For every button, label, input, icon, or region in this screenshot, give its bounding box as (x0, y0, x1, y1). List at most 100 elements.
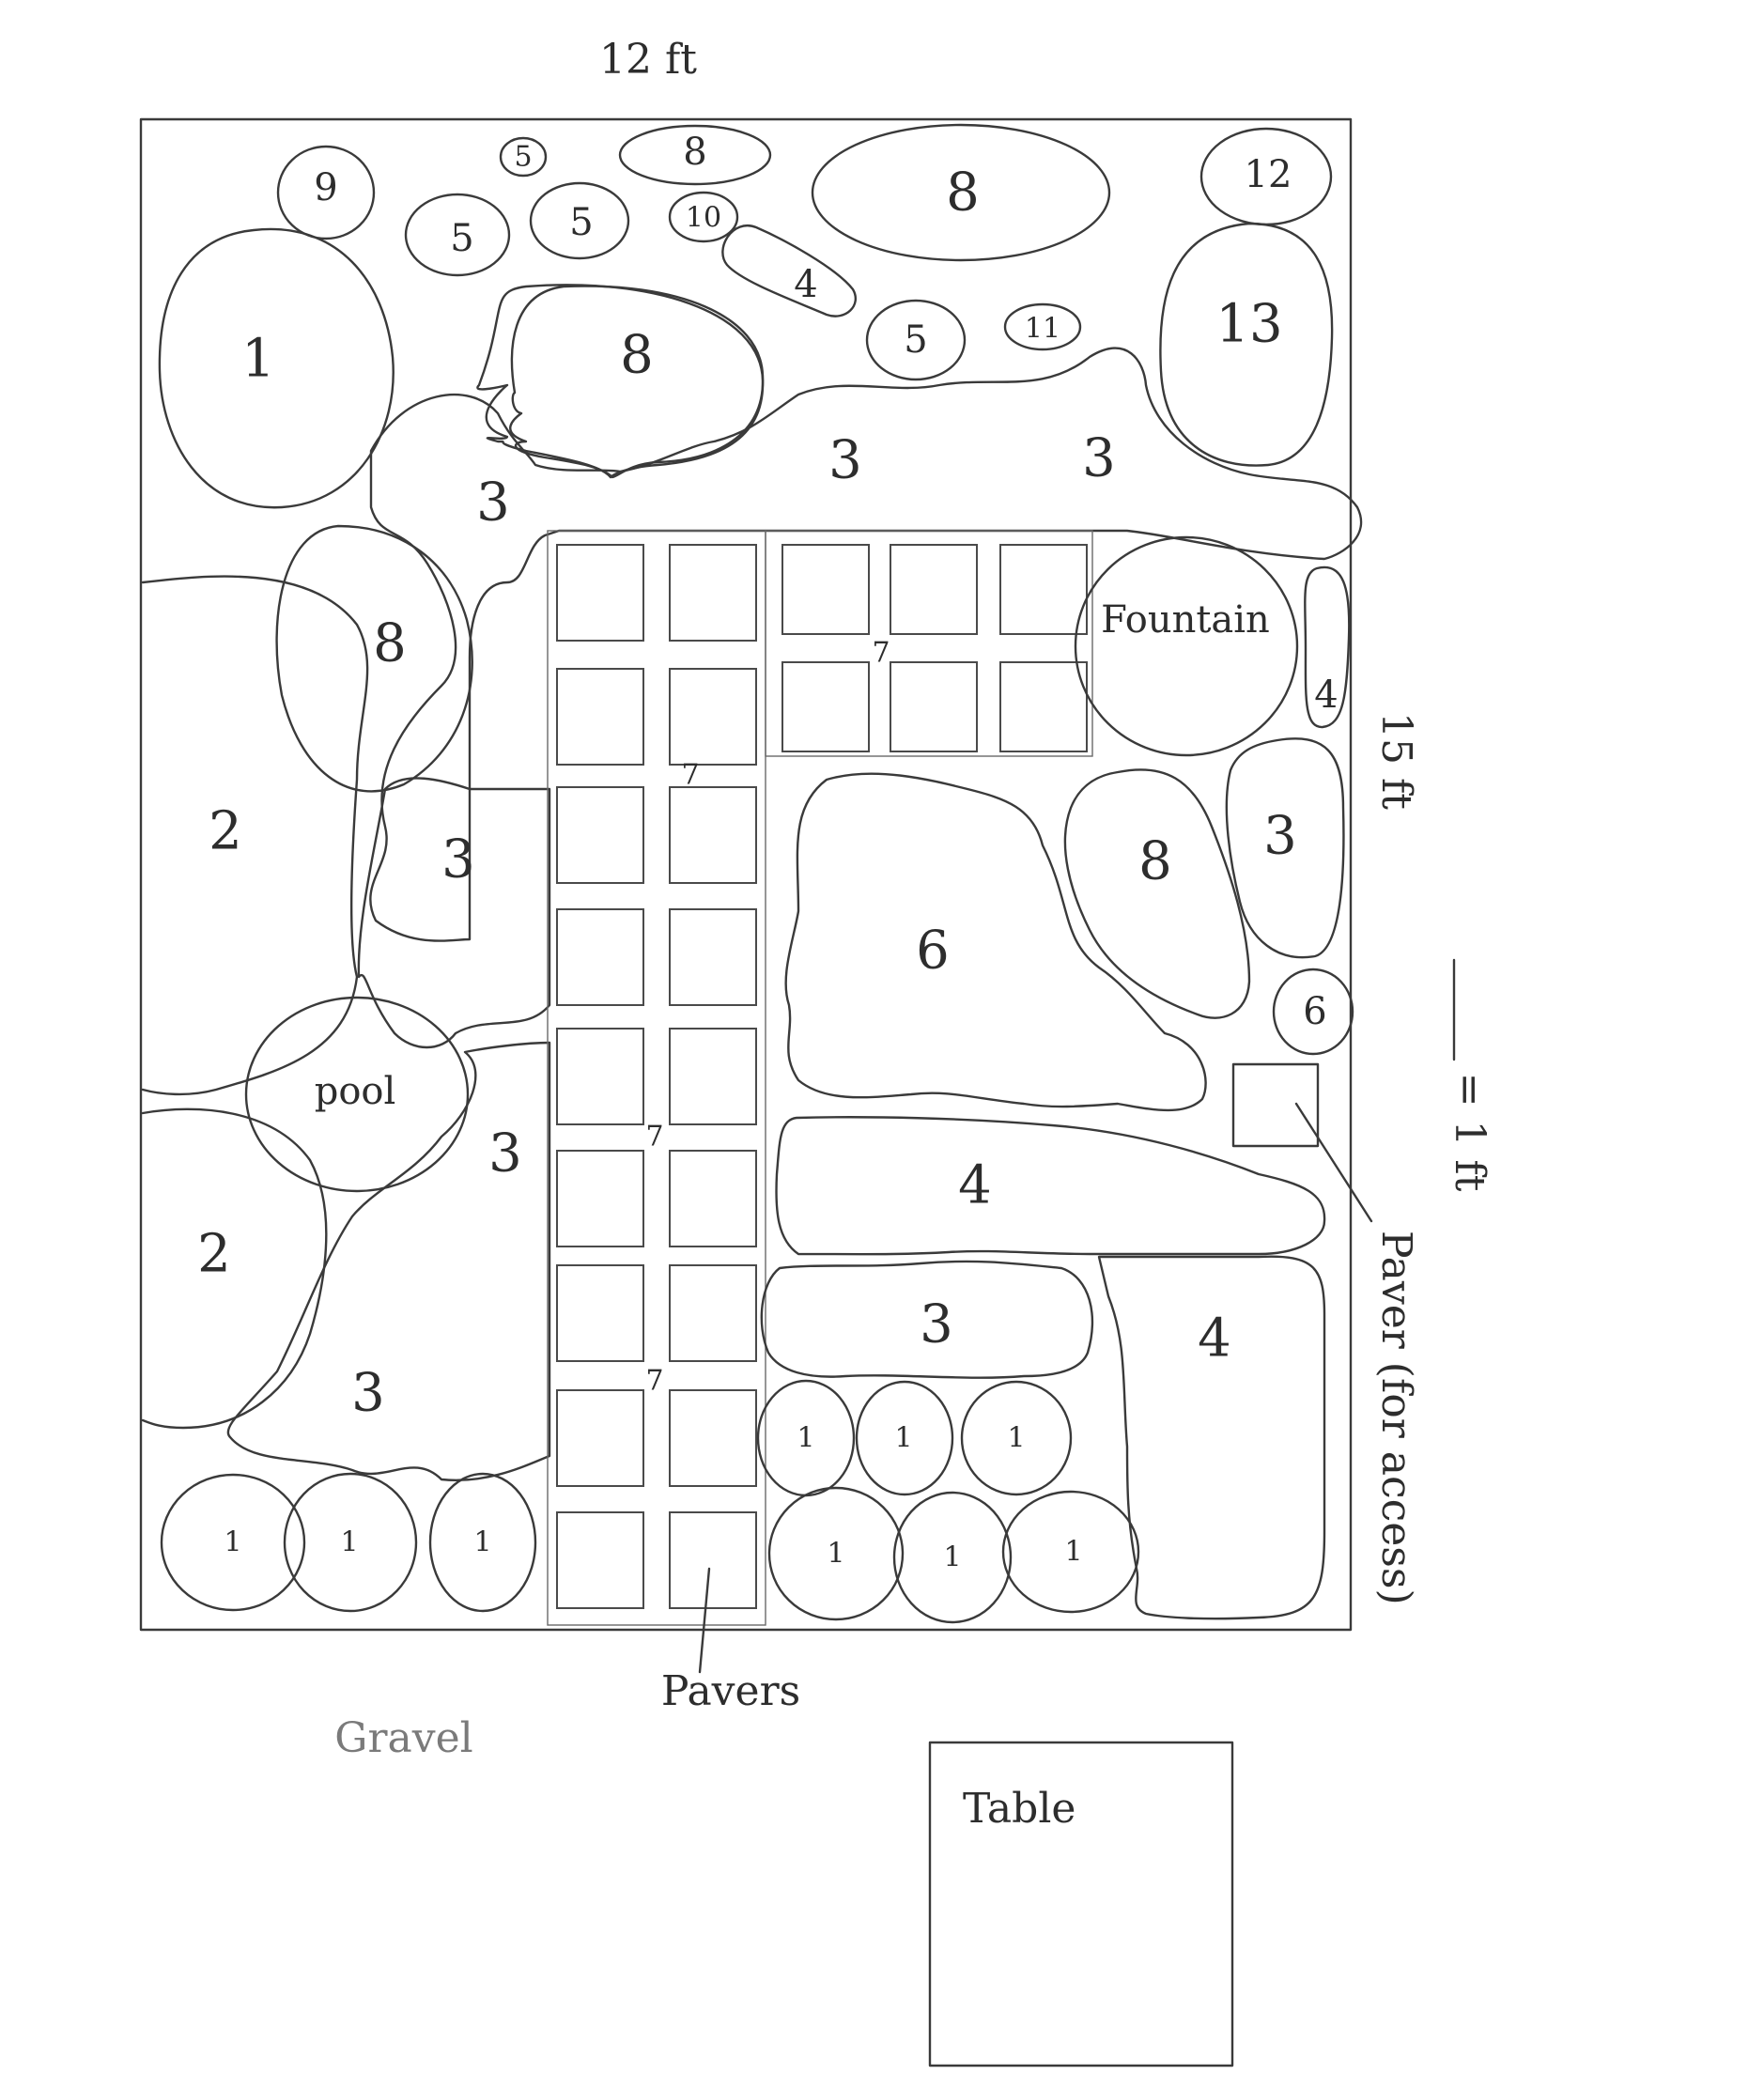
plant-1-bottom-c-label: 1 (473, 1526, 491, 1559)
paver-stone (669, 1264, 757, 1362)
paver-stone (556, 1264, 644, 1362)
fountain-label: Fountain (1101, 598, 1270, 642)
table (928, 1741, 1234, 2067)
plant-1-large (158, 227, 395, 509)
plant-7-c-label: 7 (645, 1121, 663, 1154)
plant-4-middle-label: 4 (958, 1155, 992, 1216)
plant-1-row-d-label: 1 (827, 1538, 844, 1571)
paver-stone (556, 544, 644, 642)
plant-3-right-label: 3 (1263, 806, 1297, 867)
paver-stone (556, 1511, 644, 1609)
plant-3-center (760, 1260, 1094, 1379)
plant-3-right (1225, 737, 1345, 959)
plant-7-b-label: 7 (681, 759, 699, 792)
plant-1-row-e-label: 1 (943, 1541, 961, 1574)
plant-4-middle (775, 1116, 1326, 1256)
plant-8-top (618, 124, 772, 186)
access-paver-leader (1294, 1102, 1373, 1223)
plant-7-d-label: 7 (645, 1365, 663, 1398)
paver-stone (669, 668, 757, 766)
plant-9 (276, 145, 376, 240)
plant-6-large (784, 772, 1207, 1112)
plant-6-large-label: 6 (916, 921, 950, 982)
plant-5-c (865, 299, 967, 381)
plant-5-small (499, 136, 548, 178)
paver-access-label: Paver (for access) (1372, 1231, 1420, 1605)
plant-4-right-strip (1304, 565, 1351, 729)
plant-3-top-label-c: 3 (1082, 428, 1116, 489)
plant-8-left-label: 8 (373, 613, 407, 674)
plant-5-c-label: 5 (904, 318, 927, 362)
plant-8-large (811, 123, 1111, 262)
paver-stone (556, 1028, 644, 1125)
width-dimension: 12 ft (599, 36, 697, 84)
paver-stone (556, 668, 644, 766)
plant-3-top-label-a: 3 (476, 472, 510, 534)
plant-4-small (721, 225, 857, 317)
paver-stone (999, 661, 1088, 752)
plant-5-small-label: 5 (514, 141, 532, 174)
pool (244, 996, 470, 1193)
paver-stone (890, 544, 978, 635)
plant-1-bottom-b-label: 1 (340, 1526, 358, 1559)
paver-stone (669, 786, 757, 884)
scale-label: = 1 ft (1446, 1073, 1493, 1192)
plant-8-center-outline (509, 285, 765, 479)
plant-1-row-b (855, 1380, 954, 1496)
plant-8-large-label: 8 (946, 163, 980, 224)
paver-path (547, 530, 1093, 1626)
paver-stone (781, 544, 870, 635)
pavers-label: Pavers (661, 1667, 800, 1715)
paver-stone (669, 908, 757, 1006)
plant-3-top (369, 347, 1363, 942)
height-dimension: 15 ft (1372, 712, 1420, 810)
plant-1-bottom-a (160, 1473, 306, 1612)
access-paver (1231, 1062, 1320, 1148)
plant-1-row-a-label: 1 (797, 1422, 814, 1455)
paver-stone (556, 786, 644, 884)
pool-label: pool (315, 1070, 396, 1113)
pavers-leader (698, 1567, 711, 1674)
paver-stone (781, 661, 870, 752)
paver-stone (999, 544, 1088, 635)
plant-2-lower-label: 2 (197, 1224, 231, 1285)
plant-8-right (1063, 768, 1251, 1019)
plant-5-b-label: 5 (569, 201, 593, 244)
plant-12-label: 12 (1245, 153, 1292, 196)
plant-5-b (529, 181, 630, 260)
plant-1-row-f-label: 1 (1064, 1536, 1082, 1569)
paver-stone (556, 1150, 644, 1247)
plant-3-left-lower (226, 1041, 551, 1481)
plant-1-row-c (960, 1380, 1073, 1496)
plant-6-small-label: 6 (1303, 990, 1326, 1033)
plant-4-corner (1097, 1255, 1326, 1620)
plant-3-center-label: 3 (920, 1294, 953, 1355)
plant-7-a-label: 7 (872, 637, 890, 670)
plant-3-bottom-left-label: 3 (351, 1363, 385, 1424)
plant-1-row-f (1001, 1490, 1140, 1614)
plant-8-top-label: 8 (683, 131, 706, 174)
fountain (1074, 535, 1299, 757)
plant-1-row-c-label: 1 (1007, 1422, 1025, 1455)
plant-3-left-lower-label: 3 (488, 1123, 522, 1185)
plant-13-label: 13 (1215, 294, 1282, 355)
plant-9-label: 9 (314, 166, 337, 209)
plant-11 (1003, 302, 1082, 351)
plant-4-corner-label: 4 (1198, 1308, 1231, 1370)
plant-2-lower (141, 1107, 328, 1430)
paver-stone (669, 544, 757, 642)
paver-stone (669, 1511, 757, 1609)
plant-3-left-label: 3 (441, 829, 475, 890)
plant-1-bottom-a-label: 1 (224, 1526, 241, 1559)
plant-3-left (357, 777, 551, 1049)
plant-4-right-strip-label: 4 (1314, 674, 1338, 717)
plant-13 (1159, 222, 1334, 467)
plant-8-center-label: 8 (620, 325, 654, 386)
plant-4-small-label: 4 (794, 263, 817, 306)
plant-1-row-d (767, 1486, 905, 1621)
paver-stone (890, 661, 978, 752)
table-label: Table (963, 1785, 1075, 1833)
plant-2-left-label: 2 (209, 801, 242, 862)
plant-10 (668, 191, 739, 243)
